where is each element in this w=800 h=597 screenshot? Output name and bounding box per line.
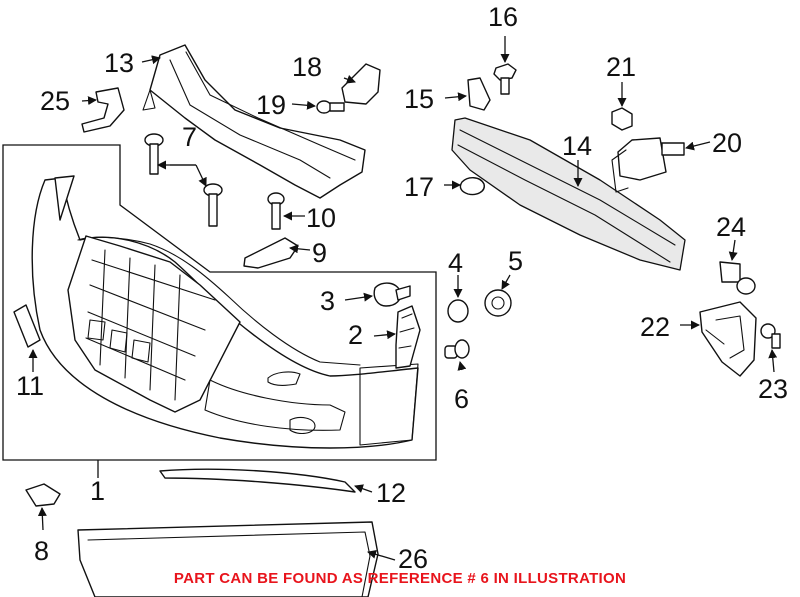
callout-20: 20 xyxy=(712,128,742,158)
callout-13: 13 xyxy=(104,48,134,78)
assembly-outline xyxy=(2,144,437,461)
small-bracket xyxy=(243,237,299,269)
retainer-clip xyxy=(467,77,491,111)
callout-labels: 1 2 3 4 5 6 7 8 9 10 11 12 13 14 15 16 1… xyxy=(16,2,788,574)
callout-26: 26 xyxy=(398,544,428,574)
mount-bracket xyxy=(341,63,381,105)
impact-bar xyxy=(451,117,686,271)
reference-note: PART CAN BE FOUND AS REFERENCE # 6 IN IL… xyxy=(173,570,627,587)
bumper-cover xyxy=(31,175,419,449)
callout-22: 22 xyxy=(640,312,670,342)
push-clip xyxy=(719,261,756,295)
callout-7: 7 xyxy=(182,122,197,152)
screw xyxy=(316,100,345,114)
callout-23: 23 xyxy=(758,374,788,404)
callout-18: 18 xyxy=(292,52,322,82)
lower-grille xyxy=(77,521,379,597)
grommet xyxy=(459,177,485,196)
callout-8: 8 xyxy=(34,536,49,566)
trim-strip xyxy=(159,468,356,493)
callout-21: 21 xyxy=(606,52,636,82)
mount-absorber xyxy=(611,137,685,193)
upper-cover xyxy=(142,44,366,199)
small-clip-bracket xyxy=(81,87,125,133)
callout-17: 17 xyxy=(404,172,434,202)
side-marker xyxy=(13,304,41,348)
hex-nut xyxy=(611,107,633,131)
top-bolt xyxy=(493,63,517,95)
callout-3: 3 xyxy=(320,286,335,316)
callout-25: 25 xyxy=(40,86,70,116)
clip xyxy=(373,282,411,307)
callout-9: 9 xyxy=(312,238,327,268)
callout-2: 2 xyxy=(348,320,363,350)
bolt xyxy=(267,192,285,230)
callout-19: 19 xyxy=(256,90,286,120)
plug xyxy=(444,339,470,359)
cover-bracket xyxy=(395,305,421,369)
side-bracket xyxy=(699,301,757,377)
bracket-screw xyxy=(760,323,781,349)
callout-1: 1 xyxy=(90,476,105,506)
rubber-grommet xyxy=(484,289,512,317)
callout-11: 11 xyxy=(16,371,44,401)
callout-15: 15 xyxy=(404,84,434,114)
nut-clip xyxy=(25,483,61,507)
bolt-pair xyxy=(144,133,223,227)
callout-16: 16 xyxy=(488,2,518,32)
callout-24: 24 xyxy=(716,212,746,242)
callout-4: 4 xyxy=(448,248,463,278)
callout-5: 5 xyxy=(508,246,523,276)
callout-12: 12 xyxy=(376,478,406,508)
callout-10: 10 xyxy=(306,203,336,233)
leader-lines xyxy=(28,36,778,561)
bushing xyxy=(447,299,469,323)
callout-6: 6 xyxy=(454,384,469,414)
callout-14: 14 xyxy=(562,131,592,161)
